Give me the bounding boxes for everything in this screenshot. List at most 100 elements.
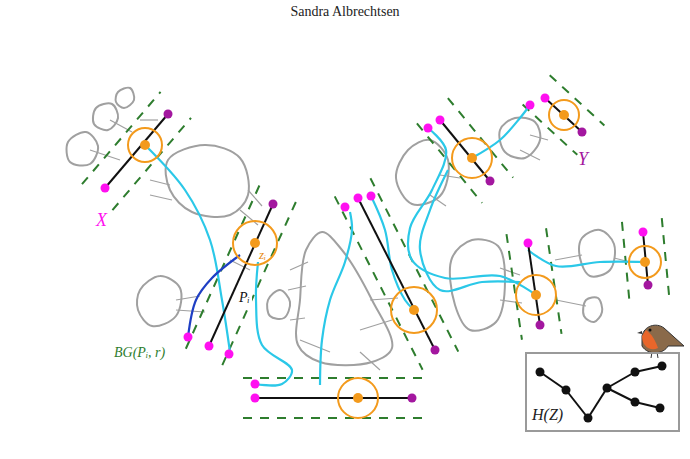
x-endpoint xyxy=(251,394,260,403)
cyan-path xyxy=(320,212,352,385)
cyan-path xyxy=(420,170,520,291)
ball-boundary xyxy=(370,178,458,351)
edge-stroke xyxy=(150,195,172,200)
bag-outline xyxy=(583,297,602,322)
y-endpoint xyxy=(486,177,495,186)
x-endpoint xyxy=(436,116,445,125)
edge-stroke xyxy=(290,262,308,270)
tree-vertex xyxy=(656,404,665,413)
tree-vertex xyxy=(584,414,593,423)
x-endpoint xyxy=(225,350,234,359)
x-endpoint xyxy=(424,124,433,133)
edge-stroke xyxy=(176,310,205,312)
cyan-path xyxy=(145,145,230,352)
inset-box: H(Z) xyxy=(525,352,680,432)
edge-stroke xyxy=(150,180,170,185)
geodesics xyxy=(101,94,662,419)
cyan-path xyxy=(528,250,645,267)
ball-circle xyxy=(233,221,277,265)
x-endpoint xyxy=(639,228,648,237)
ball-boundary xyxy=(335,196,423,369)
tree-edge xyxy=(566,390,588,418)
centre-dot xyxy=(140,140,150,150)
edge-stroke xyxy=(500,268,520,275)
tree-edge xyxy=(607,372,635,388)
y-endpoint xyxy=(431,346,440,355)
tree-label: H(Z) xyxy=(530,406,565,424)
edge-stroke xyxy=(290,318,305,320)
edge-stroke xyxy=(248,190,262,206)
geodesic xyxy=(440,120,490,181)
tree-edge xyxy=(540,372,566,390)
geodesic xyxy=(255,397,412,399)
ball-boundary xyxy=(243,377,424,379)
vertex-label: zᵢ xyxy=(259,248,266,262)
edge-stroke xyxy=(360,320,392,330)
x-endpoint xyxy=(341,203,350,212)
running-header: Sandra Albrechtsen xyxy=(290,4,399,19)
y-endpoint xyxy=(164,110,173,119)
y-endpoint xyxy=(408,394,417,403)
edge-stroke xyxy=(288,286,306,290)
centre-dot xyxy=(250,238,260,248)
y-endpoint xyxy=(536,321,545,330)
bag-outline xyxy=(499,117,540,158)
balls xyxy=(82,75,669,418)
x-endpoint xyxy=(354,194,363,203)
bag-outline xyxy=(137,276,182,326)
ball-circle xyxy=(629,246,661,278)
bag-outline xyxy=(579,230,615,277)
tree-vertex xyxy=(631,368,640,377)
ball-circle xyxy=(338,378,378,418)
bag-outline xyxy=(450,239,505,330)
ball-boundary xyxy=(546,228,561,334)
geodesic xyxy=(358,198,435,350)
x-endpoint xyxy=(184,333,193,342)
edge-stroke xyxy=(140,119,158,120)
edge-stroke xyxy=(300,340,330,352)
centre-dot xyxy=(640,257,650,267)
x-endpoint xyxy=(367,192,376,201)
bag-outline xyxy=(93,103,118,130)
x-endpoint xyxy=(205,342,214,351)
y-endpoint xyxy=(578,128,587,137)
ball-boundary xyxy=(243,417,424,419)
ball-boundary xyxy=(506,234,521,340)
ball-circle xyxy=(452,138,492,178)
bag-outline xyxy=(296,232,392,365)
tree-vertex xyxy=(631,398,640,407)
y-endpoint xyxy=(269,200,278,209)
tree-vertex xyxy=(658,362,667,371)
tree-vertex xyxy=(536,368,545,377)
cyan-path xyxy=(408,128,536,295)
ball-circle xyxy=(549,100,579,130)
ball-boundary xyxy=(417,123,482,203)
centre-dot xyxy=(531,290,541,300)
paths xyxy=(145,105,645,385)
edge-stroke xyxy=(556,300,586,306)
x-endpoint xyxy=(251,380,260,389)
centre-dot xyxy=(559,110,569,120)
bag-outline xyxy=(67,132,99,166)
geodesic xyxy=(105,114,168,188)
set-label: X xyxy=(96,211,107,231)
edge-stroke xyxy=(360,352,380,370)
x-endpoint xyxy=(101,184,110,193)
ball-circle xyxy=(516,275,556,315)
tree-vertex xyxy=(603,384,612,393)
bags xyxy=(67,88,630,370)
centre-dot xyxy=(409,305,419,315)
x-endpoint xyxy=(526,101,535,110)
ball-label: BG(Pᵢ, r) xyxy=(112,345,167,360)
cyan-path xyxy=(371,196,414,310)
bag-outline xyxy=(267,290,290,319)
centre-dot xyxy=(353,393,363,403)
tree-vertex xyxy=(562,386,571,395)
tree-edge xyxy=(607,388,635,402)
y-endpoint xyxy=(644,281,653,290)
cyan-path xyxy=(472,105,530,158)
ball-circle xyxy=(128,128,162,162)
edge-stroke xyxy=(530,135,548,140)
set-label: Y xyxy=(578,150,588,170)
